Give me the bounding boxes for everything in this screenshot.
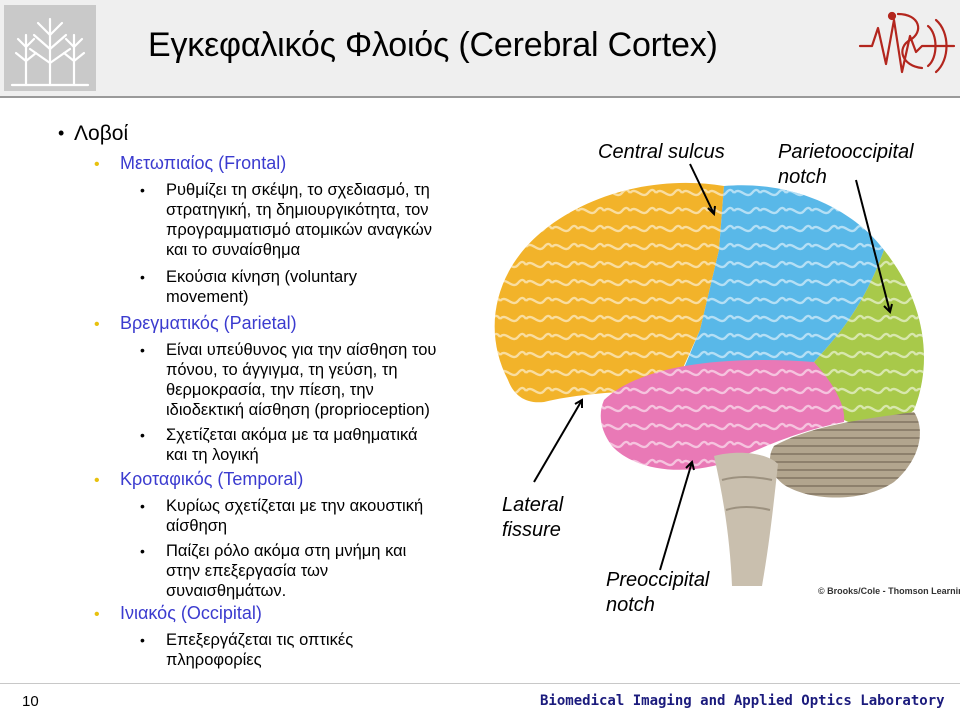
label-parietooccipital-notch: notch	[778, 166, 827, 188]
bullet-marker: •	[140, 543, 145, 559]
lobes-list: • Λοβοί • Μετωπιαίος (Frontal) • Ρυθμίζε…	[58, 122, 437, 669]
bullet-text: Ρυθμίζει τη σκέψη, το σχεδιασμό, τη	[166, 181, 430, 199]
bullet-text: θερμοκρασία, την πίεση, την	[166, 381, 374, 399]
bullet-text: πόνου, το άγγιγμα, τη γεύση, τη	[166, 361, 398, 379]
label-preoccipital: Preoccipital	[606, 569, 710, 591]
section-heading: Λοβοί	[74, 122, 129, 145]
bullet-marker: •	[58, 123, 65, 143]
bullet-text: Εκούσια κίνηση (voluntary	[166, 268, 357, 286]
lobe-name-temporal: Κροταφικός (Temporal)	[120, 469, 304, 489]
label-preoccipital-notch: notch	[606, 594, 655, 616]
label-lateral: Lateral	[502, 494, 564, 516]
bullet-text: Κυρίως σχετίζεται με την ακουστική	[166, 497, 424, 515]
pointer-lines	[533, 163, 893, 571]
lobe-name-frontal: Μετωπιαίος (Frontal)	[120, 153, 287, 173]
bullet-marker: •	[94, 606, 100, 623]
bullet-text: ιδιοδεκτική αίσθηση (proprioception)	[166, 401, 430, 419]
bullet-marker: •	[140, 632, 145, 648]
bullet-marker: •	[94, 316, 100, 333]
bullet-text: συναισθημάτων.	[166, 582, 287, 600]
lobe-name-parietal: Βρεγματικός (Parietal)	[120, 313, 297, 333]
label-fissure: fissure	[502, 519, 561, 541]
lab-logo-icon	[858, 11, 956, 74]
lobe-name-occipital: Ινιακός (Occipital)	[120, 603, 262, 623]
bullet-text: προγραμματισμό ατομικών αναγκών	[166, 221, 433, 239]
bullet-marker: •	[94, 156, 100, 173]
bullet-marker: •	[94, 472, 100, 489]
bullet-text: Σχετίζεται ακόμα με τα μαθηματικά	[166, 426, 418, 444]
university-tree-logo	[4, 5, 96, 91]
bullet-text: πληροφορίες	[166, 651, 262, 669]
bullet-text: και τη λογική	[166, 446, 259, 464]
brain-lateral-view-illustration	[494, 163, 924, 586]
footer-divider	[0, 683, 960, 684]
bullet-text: στρατηγική, τη δημιουργικότητα, τον	[166, 201, 429, 219]
slide-title: Εγκεφαλικός Φλοιός (Cerebral Cortex)	[148, 26, 718, 64]
bullet-text: Επεξεργάζεται τις οπτικές	[166, 631, 354, 649]
bullet-text: Παίζει ρόλο ακόμα στη μνήμη και	[166, 542, 407, 560]
bullet-text: movement)	[166, 288, 249, 306]
footer-lab-name: Biomedical Imaging and Applied Optics La…	[540, 693, 945, 709]
header-divider	[0, 96, 960, 98]
bullet-marker: •	[140, 269, 145, 285]
image-copyright: © Brooks/Cole - Thomson Learning	[818, 586, 960, 596]
bullet-text: και το συναίσθημα	[166, 241, 301, 259]
brainstem	[714, 452, 778, 586]
bullet-marker: •	[140, 498, 145, 514]
bullet-text: στην επεξεργασία των	[166, 562, 329, 580]
page-number: 10	[22, 693, 39, 710]
bullet-marker: •	[140, 182, 145, 198]
label-central-sulcus: Central sulcus	[598, 141, 725, 163]
label-parietooccipital: Parietooccipital	[778, 141, 914, 163]
bullet-text: Είναι υπεύθυνος για την αίσθηση του	[166, 341, 437, 359]
bullet-text: αίσθηση	[166, 517, 228, 535]
slide-header: Εγκεφαλικός Φλοιός (Cerebral Cortex)	[0, 0, 960, 96]
bullet-marker: •	[140, 342, 145, 358]
bullet-marker: •	[140, 427, 145, 443]
